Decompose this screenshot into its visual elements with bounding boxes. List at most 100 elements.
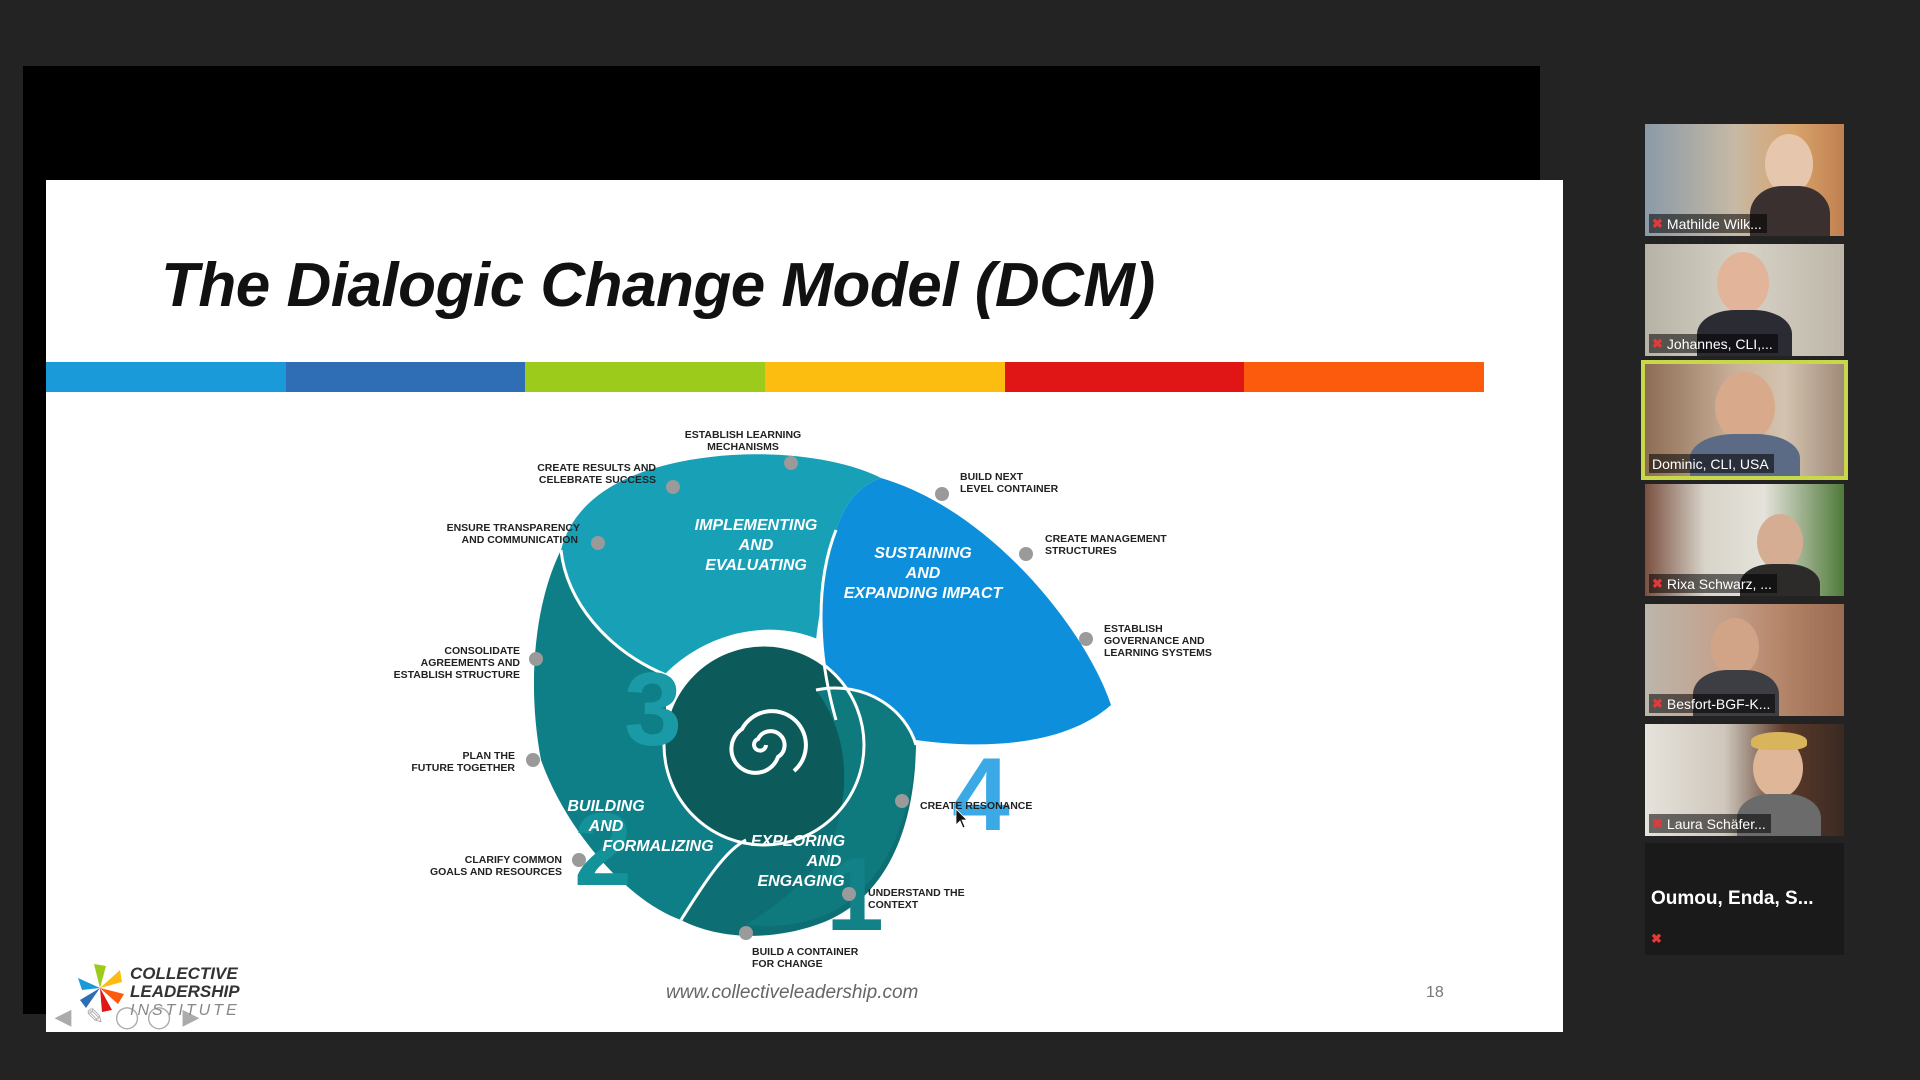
step-marker [526,753,540,767]
participant-tile[interactable]: ✖Johannes, CLI,... [1645,244,1844,356]
participant-avatar [1751,732,1807,750]
slides-grid-icon[interactable]: ◯ [114,1004,140,1029]
step-label: LEARNING SYSTEMS [1104,647,1212,659]
pen-icon[interactable]: ✎ [85,1004,105,1029]
phase-3-label: IMPLEMENTING [695,517,818,534]
color-bar-segment [1004,362,1245,392]
phase-1-label: ENGAGING [757,873,844,890]
step-label: LEVEL CONTAINER [960,483,1059,495]
participant-tile[interactable]: ✖Mathilde Wilk... [1645,124,1844,236]
phase-3-shape [561,454,881,675]
participant-avatar [1757,514,1803,570]
participant-name-badge: ✖Johannes, CLI,... [1649,334,1778,353]
phase-4-number: 4 [952,737,1010,853]
phase-1-label: EXPLORING [751,833,845,850]
more-options-icon[interactable]: ◯ [146,1004,172,1029]
step-label: GOVERNANCE AND [1104,635,1205,647]
step-label: FUTURE TOGETHER [411,762,515,774]
phase-1-inner [746,688,916,927]
logo-text: INSTITUTE [130,1002,240,1019]
participant-avatar [1717,252,1769,314]
next-slide-icon[interactable]: ▶ [182,1004,200,1029]
step-label: AND COMMUNICATION [462,534,578,546]
muted-mic-icon: ✖ [1652,215,1663,231]
phase-4-label: EXPANDING IMPACT [844,585,1004,602]
muted-mic-icon: ✖ [1652,575,1663,591]
phase-4-label: SUSTAINING [874,545,971,562]
leaf-logo-icon [78,964,124,1012]
color-bar-segment [1244,362,1485,392]
participant-name-badge: Dominic, CLI, USA [1649,454,1774,473]
more-participants-tile[interactable]: Oumou, Enda, S... ✖ [1645,843,1844,955]
step-markers [526,456,1093,940]
logo-text: COLLECTIVE [130,964,238,983]
muted-mic-icon: ✖ [1652,815,1663,831]
slide-color-bar [46,362,1485,392]
step-marker [895,794,909,808]
step-label: ESTABLISH STRUCTURE [394,669,520,681]
muted-mic-icon: ✖ [1652,695,1663,711]
participant-tile-active-speaker[interactable]: Dominic, CLI, USA [1641,360,1848,480]
step-label: CREATE RESONANCE [920,800,1032,812]
step-marker [529,652,543,666]
participant-tile[interactable]: ✖Besfort-BGF-K... [1645,604,1844,716]
slide-navigation: ◀ ✎ ◯ ◯ ▶ [50,1004,204,1030]
step-label: CONTEXT [868,899,919,911]
step-marker [842,887,856,901]
step-marker [1019,547,1033,561]
cli-logo: COLLECTIVE LEADERSHIP INSTITUTE [68,960,268,1030]
step-label: ESTABLISH [1104,623,1163,635]
participant-avatar [1711,618,1759,676]
slide-footer-url: www.collectiveleadership.com [666,982,919,1003]
step-label: CREATE RESULTS AND [537,462,656,474]
participant-name-badge: ✖Besfort-BGF-K... [1649,694,1776,713]
participant-avatar [1715,372,1775,442]
step-marker [784,456,798,470]
participant-name-badge: ✖Rixa Schwarz, ... [1649,574,1777,593]
phase-4-shape [821,478,1111,745]
color-bar-segment [285,362,526,392]
participant-name: Laura Schäfer... [1666,815,1766,832]
slide-title: The Dialogic Change Model (DCM) [161,251,1155,320]
step-label: UNDERSTAND THE [868,887,965,899]
step-marker [572,853,586,867]
spiral-icon [729,709,808,775]
muted-mic-icon: ✖ [1652,335,1663,351]
participant-tile[interactable]: ✖Rixa Schwarz, ... [1645,484,1844,596]
step-label: GOALS AND RESOURCES [430,866,562,878]
mouse-cursor-icon [955,808,968,829]
muted-mic-icon: ✖ [1651,931,1662,946]
phase-2-shape [533,550,746,920]
phase-3-number: 3 [624,652,682,768]
step-marker [935,487,949,501]
step-label: BUILD NEXT [960,471,1024,483]
phase-2-number: 2 [574,792,632,908]
step-label: ENSURE TRANSPARENCY [447,522,580,534]
phase-2-label: AND [588,818,624,835]
slide-page-number: 18 [1426,984,1444,1001]
previous-slide-icon[interactable]: ◀ [54,1004,72,1029]
color-bar-segment [46,362,286,392]
participant-name: Dominic, CLI, USA [1652,455,1769,472]
dcm-spiral-diagram: 3 2 1 4 IMPLEMENTING AND EVALUATING SUST… [394,429,1212,970]
step-label: ESTABLISH LEARNING [685,429,801,441]
color-bar-segment [525,362,766,392]
participant-tile[interactable]: ✖Laura Schäfer... [1645,724,1844,836]
step-marker [1079,632,1093,646]
presentation-slide: The Dialogic Change Model (DCM) [46,180,1563,1032]
step-label: CREATE MANAGEMENT [1045,533,1167,545]
phase-3-label: EVALUATING [705,557,807,574]
phase-4-label: AND [905,565,941,582]
step-marker [591,536,605,550]
participant-name-badge: ✖Mathilde Wilk... [1649,214,1767,233]
step-label: MECHANISMS [707,441,779,453]
step-marker [666,480,680,494]
step-label: AGREEMENTS AND [421,657,521,669]
step-label: CONSOLIDATE [444,645,520,657]
step-label: FOR CHANGE [752,958,823,970]
step-label: CELEBRATE SUCCESS [539,474,656,486]
logo-text: LEADERSHIP [130,982,240,1001]
step-label: BUILD A CONTAINER [752,946,859,958]
participant-name: Johannes, CLI,... [1666,335,1773,352]
phase-2-label: BUILDING [567,798,644,815]
